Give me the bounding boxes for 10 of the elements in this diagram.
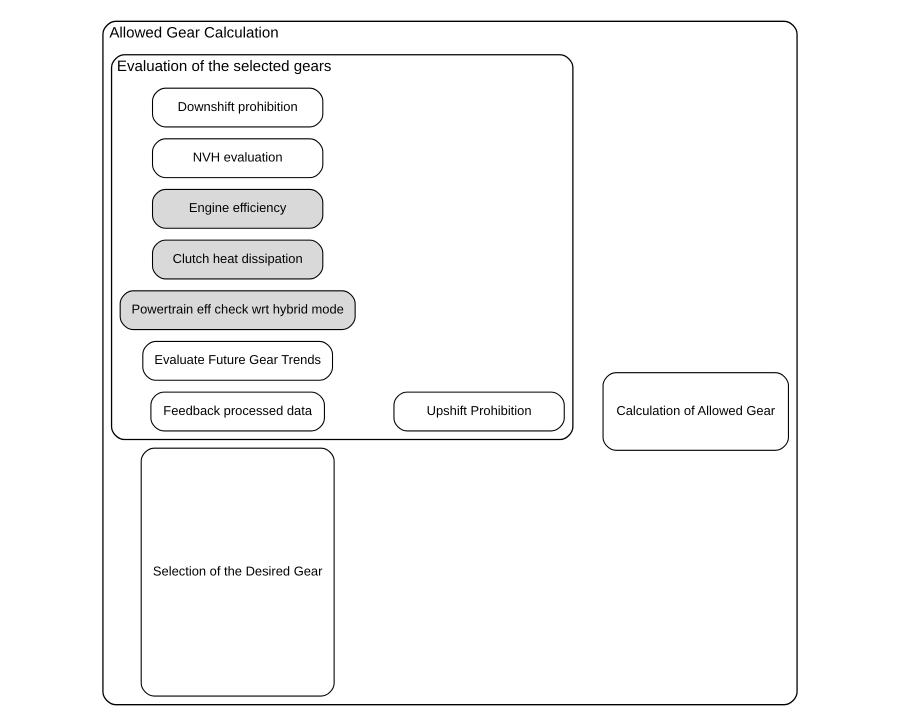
- node-box: Downshift prohibition: [152, 88, 324, 128]
- node-box: Evaluate Future Gear Trends: [142, 340, 334, 381]
- node-box: Upshift Prohibition: [393, 392, 565, 432]
- node-box: Selection of the Desired Gear: [140, 448, 335, 697]
- node-box: Powertrain eff check wrt hybrid mode: [120, 290, 356, 330]
- node-box: Engine efficiency: [152, 188, 324, 229]
- node-box: Calculation of Allowed Gear: [602, 372, 789, 451]
- node-box: NVH evaluation: [152, 138, 324, 178]
- node-box: Clutch heat dissipation: [152, 240, 324, 280]
- node-box: Feedback processed data: [150, 392, 325, 432]
